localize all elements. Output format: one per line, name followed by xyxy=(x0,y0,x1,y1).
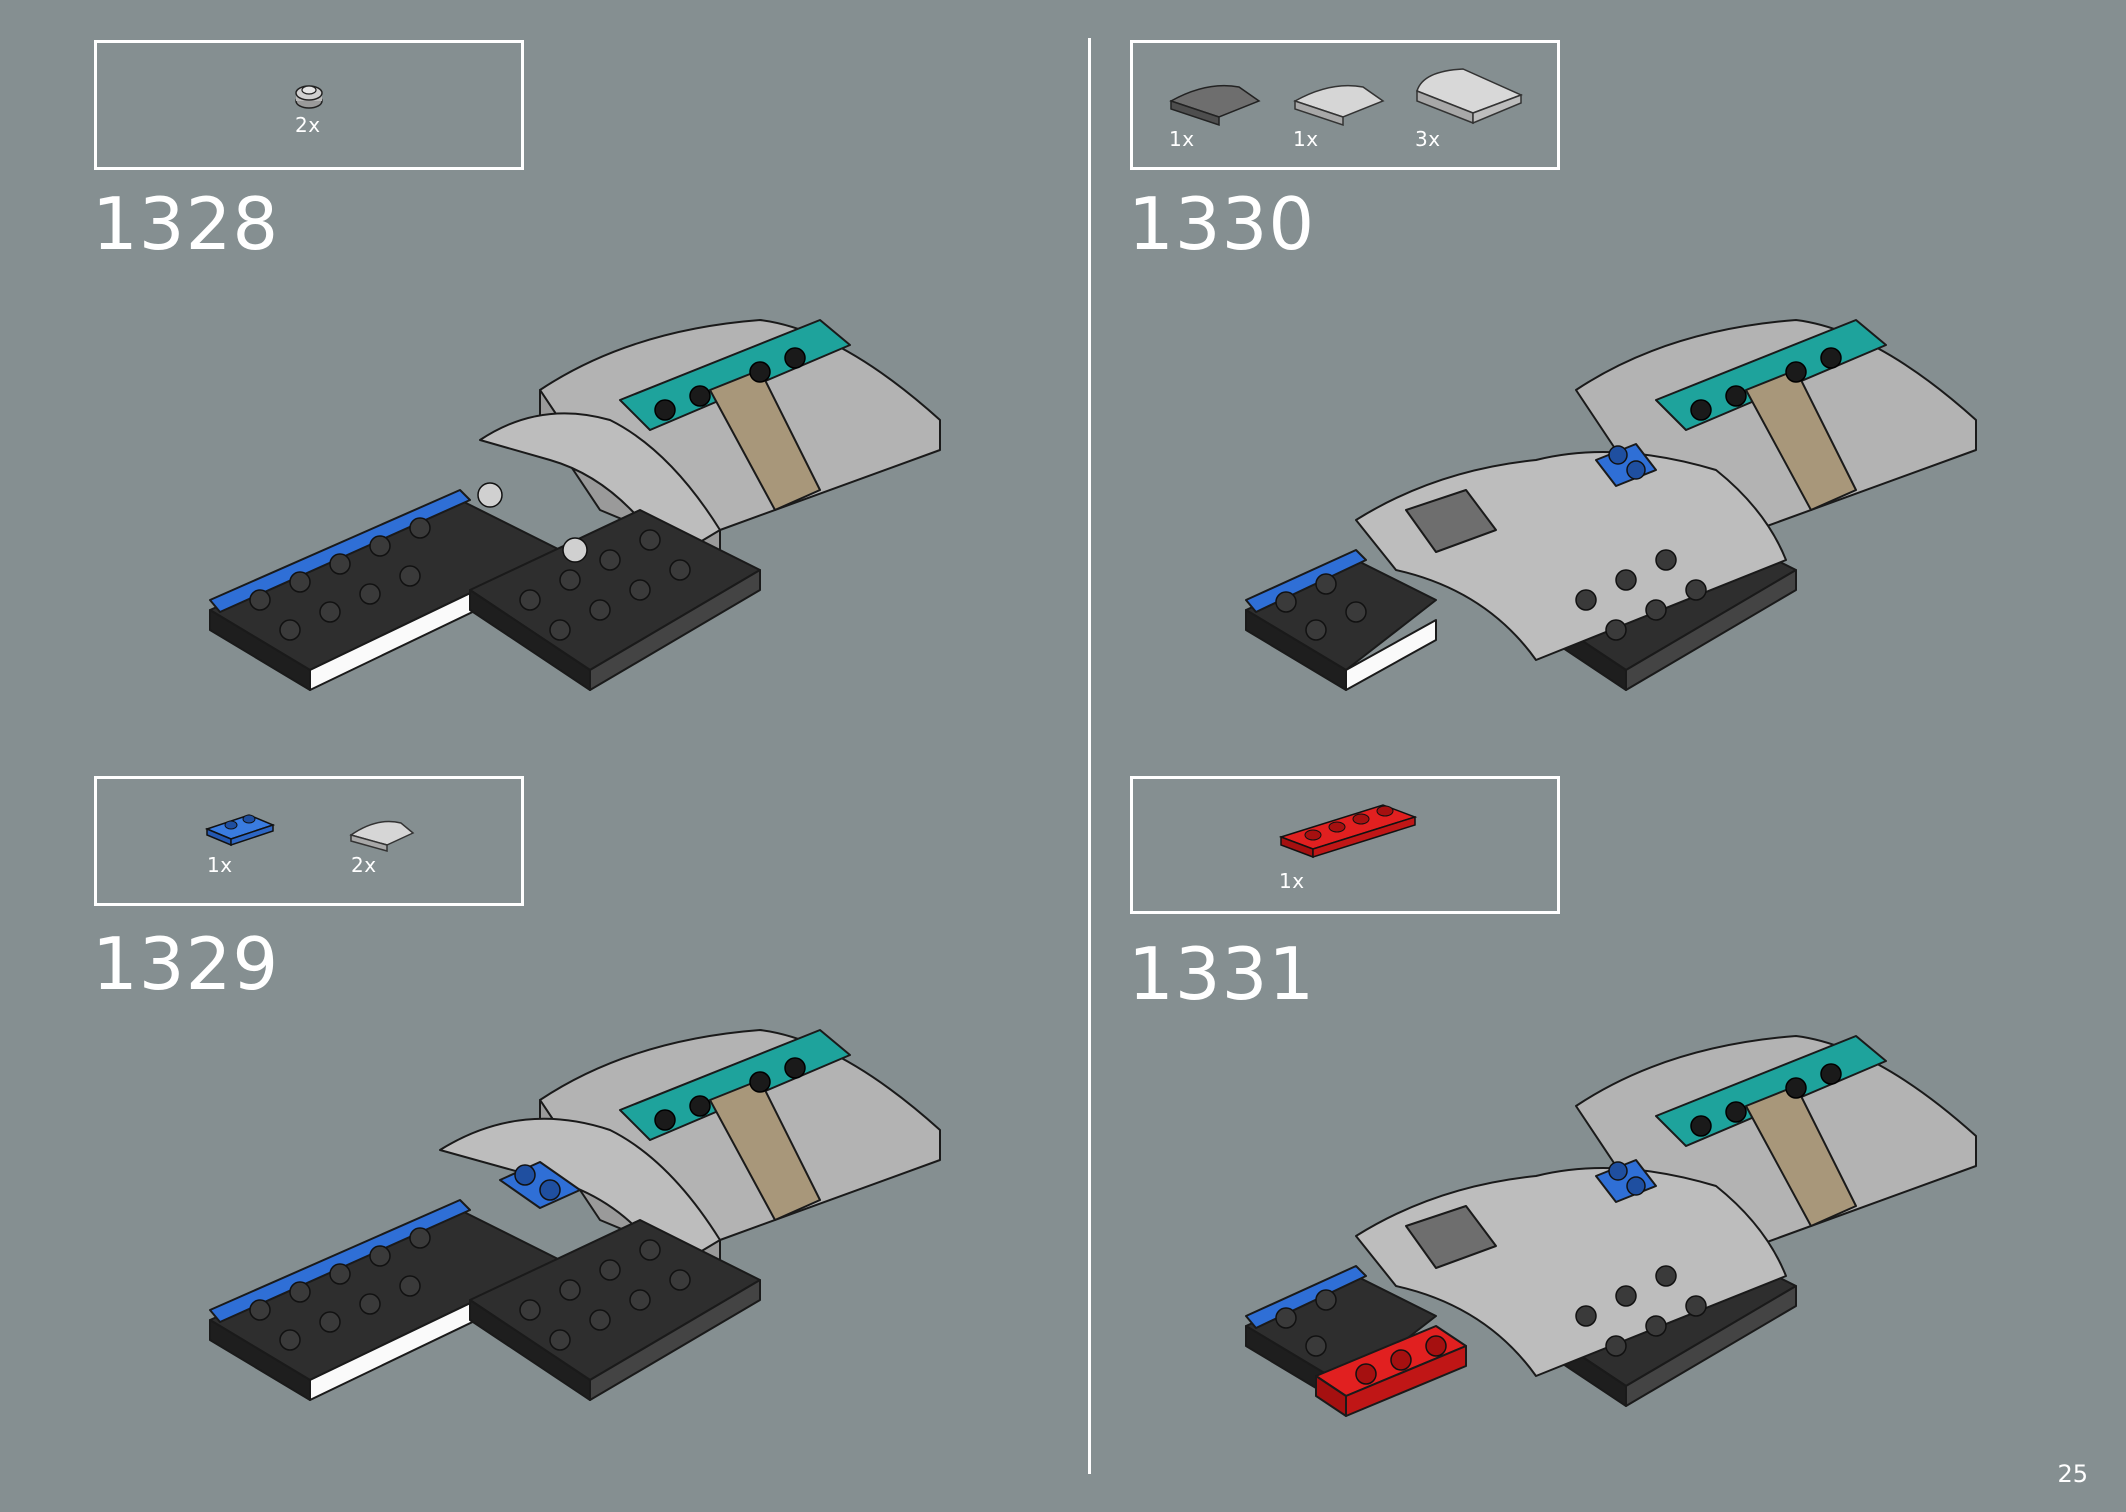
parts-callout: 2x xyxy=(94,40,524,170)
part-quantity: 1x xyxy=(1293,127,1319,151)
curved-slope-dark-gray-icon xyxy=(1167,77,1263,127)
plate-1x2-blue-icon xyxy=(205,807,275,847)
model-render xyxy=(200,1000,960,1424)
curved-slope-wide-light-gray-icon xyxy=(1413,65,1525,127)
parts-callout: 1x xyxy=(1130,776,1560,914)
step-1328: 2x 1328 xyxy=(0,0,1000,700)
curved-slope-light-gray-icon xyxy=(1291,77,1387,127)
part-quantity: 1x xyxy=(207,853,233,877)
model-render xyxy=(1236,290,1996,714)
step-number: 1328 xyxy=(92,182,280,266)
part-quantity: 2x xyxy=(351,853,377,877)
part-quantity: 3x xyxy=(1415,127,1441,151)
part-quantity: 1x xyxy=(1279,869,1305,893)
page-divider xyxy=(1088,38,1091,1474)
step-1329: 1x 2x 1329 xyxy=(0,736,1000,1436)
curved-slope-light-gray-icon xyxy=(347,817,417,853)
model-render xyxy=(1236,1006,1996,1430)
part-quantity: 1x xyxy=(1169,127,1195,151)
plate-1x4-red-icon xyxy=(1279,801,1419,859)
parts-callout: 1x 2x xyxy=(94,776,524,906)
step-1330: 1x 1x 3x 1330 xyxy=(1036,0,2036,700)
step-number: 1329 xyxy=(92,922,280,1006)
step-1331: 1x 1331 xyxy=(1036,736,2036,1436)
part-quantity: 2x xyxy=(295,113,321,137)
page-number: 25 xyxy=(2057,1460,2088,1488)
model-render xyxy=(200,290,960,714)
parts-callout: 1x 1x 3x xyxy=(1130,40,1560,170)
step-number: 1330 xyxy=(1128,182,1316,266)
round-plate-1x1-light-gray-icon xyxy=(293,81,325,111)
step-number: 1331 xyxy=(1128,932,1316,1016)
